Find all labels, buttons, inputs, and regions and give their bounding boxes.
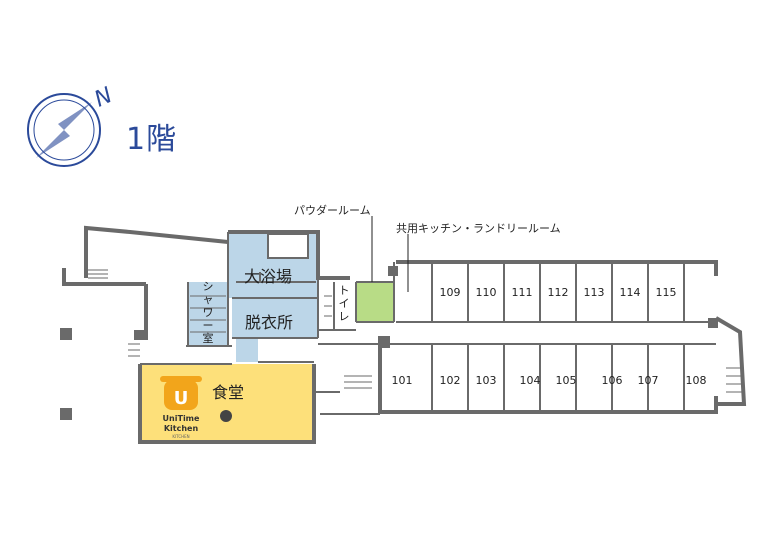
room-112-label: 112: [548, 286, 569, 299]
svg-text:ャ: ャ: [203, 293, 214, 306]
room-111-label: 111: [512, 286, 533, 299]
svg-text:ワ: ワ: [203, 306, 214, 319]
svg-text:U: U: [174, 388, 189, 409]
building-walls: [62, 225, 747, 444]
room-dining-label: 食堂: [212, 383, 244, 402]
svg-text:ト: ト: [339, 284, 350, 297]
room-106-label: 106: [602, 374, 623, 387]
room-113-label: 113: [584, 286, 605, 299]
room-shower-label: シ ャ ワ ー 室: [203, 280, 214, 345]
changing-area: [232, 296, 318, 338]
stairs: [88, 269, 744, 393]
floor-title: 1階: [126, 122, 178, 157]
room-115-label: 115: [656, 286, 677, 299]
room-109-label: 109: [440, 286, 461, 299]
svg-text:シ: シ: [203, 280, 214, 293]
dining-table-icon: [220, 410, 232, 422]
svg-text:UniTime: UniTime: [163, 414, 200, 423]
svg-text:レ: レ: [339, 310, 350, 323]
room-101-label: 101: [392, 374, 413, 387]
powder-room-callout: パウダールーム: [294, 204, 371, 217]
room-changing-label: 脱衣所: [245, 313, 293, 332]
guest-rooms-bottom: [431, 344, 685, 410]
powder-room-area: [356, 282, 394, 322]
room-toilet-label: ト イ レ: [339, 284, 350, 323]
room-bath-label: 大浴場: [244, 267, 292, 286]
svg-text:イ: イ: [339, 297, 350, 310]
room-114-label: 114: [620, 286, 641, 299]
svg-text:ー: ー: [203, 319, 214, 332]
structural-columns: [60, 266, 718, 420]
room-110-label: 110: [476, 286, 497, 299]
room-108-label: 108: [686, 374, 707, 387]
room-107-label: 107: [638, 374, 659, 387]
compass-icon: [27, 93, 101, 167]
svg-text:Kitchen: Kitchen: [164, 424, 199, 433]
guest-rooms-top: [431, 264, 685, 322]
shower-area: [188, 282, 228, 346]
svg-text:室: 室: [203, 331, 214, 345]
room-102-label: 102: [440, 374, 461, 387]
room-105-label: 105: [556, 374, 577, 387]
svg-text:KITCHEN: KITCHEN: [172, 434, 189, 439]
room-104-label: 104: [520, 374, 541, 387]
room-103-label: 103: [476, 374, 497, 387]
compass-north-label: N: [91, 83, 116, 113]
unitime-kitchen-logo: U UniTime Kitchen KITCHEN: [160, 376, 202, 439]
kitchen-laundry-callout: 共用キッチン・ランドリールーム: [396, 222, 561, 235]
